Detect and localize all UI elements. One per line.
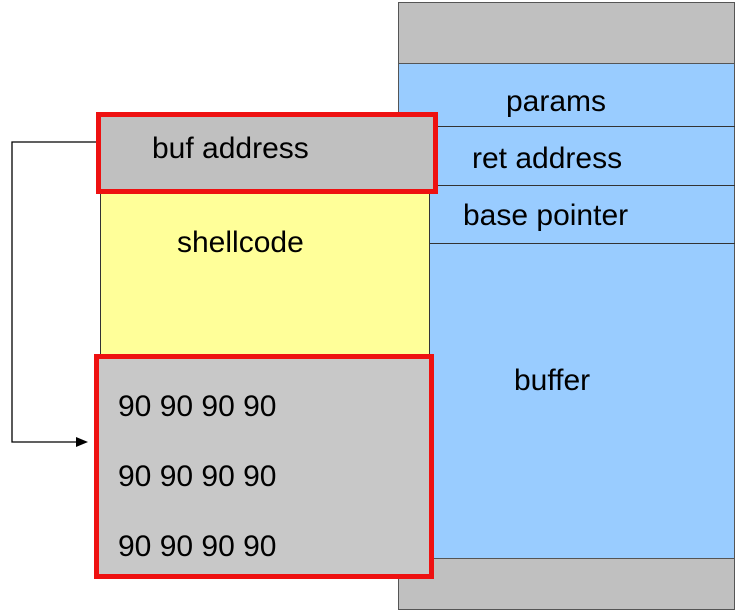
jump-arrow-line — [11, 141, 96, 443]
buf-address-block — [96, 112, 438, 194]
buf-address-label: buf address — [152, 132, 309, 165]
stack-frame — [398, 63, 735, 560]
nop-row-1: 90 90 90 90 — [118, 390, 277, 423]
nop-sled-block — [94, 354, 434, 579]
stack-label-params: params — [506, 85, 607, 118]
stack-divider-ret — [398, 185, 735, 186]
stack-label-buffer: buffer — [514, 364, 591, 397]
shellcode-label: shellcode — [177, 226, 304, 259]
stack-label-base-pointer: base pointer — [463, 199, 629, 232]
jump-arrow-head-icon — [76, 437, 88, 447]
nop-row-3: 90 90 90 90 — [118, 530, 277, 563]
stack-divider-base — [398, 243, 735, 244]
stack-bottom-region — [398, 558, 735, 610]
stack-label-ret-address: ret address — [472, 142, 623, 175]
shellcode-block — [100, 190, 430, 357]
stack-divider-params — [398, 126, 735, 127]
nop-row-2: 90 90 90 90 — [118, 460, 277, 493]
stack-top-region — [398, 2, 735, 65]
